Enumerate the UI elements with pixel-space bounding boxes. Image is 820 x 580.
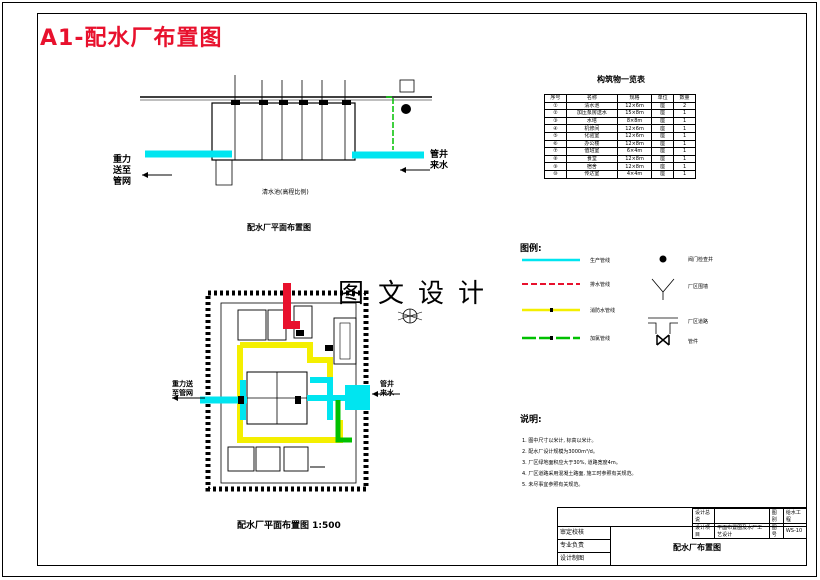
legend-symbol-2: 厂区道路	[688, 319, 709, 325]
valve-well-icon	[659, 255, 667, 263]
legend-symbol-0: 阀门检查井	[688, 257, 714, 263]
legend-item-1: 排水管线	[590, 282, 611, 288]
section-tank-note: 清水池(高程比例)	[262, 189, 309, 196]
drawing-frame	[37, 13, 807, 566]
legend-item-0: 生产管线	[590, 258, 611, 264]
legend-item-3: 加氯管线	[590, 336, 611, 342]
tb-left-2: 设计制图	[560, 555, 585, 562]
section-left-label: 重力 送至 管网	[113, 155, 132, 187]
section-right-label: 管井 来水	[430, 150, 449, 171]
table-row: 序号名称规格单位数量	[544, 94, 696, 103]
tb-r1-2: 图别	[768, 508, 784, 524]
note-item: 1. 图中尺寸以米计, 标高以米计。	[522, 438, 597, 444]
section-caption: 配水厂平面布置图	[247, 223, 311, 232]
watermark-text: 图文设计	[338, 279, 499, 309]
note-item: 5. 未尽事宜参照有关规范。	[522, 482, 584, 488]
tb-r1-3: 给水工程	[782, 508, 808, 524]
plan-right-label: 管井 来水	[380, 380, 394, 397]
table-cell: 1	[673, 169, 696, 179]
fitting-icon	[656, 334, 670, 346]
legend-symbol-3: 管件	[688, 339, 699, 345]
legend-title: 图例:	[520, 244, 542, 254]
note-item: 2. 配水厂设计规模为3000m³/d。	[522, 449, 598, 455]
north-arrow-icon	[397, 308, 423, 324]
tb-drawing-name: 配水厂布置图	[673, 543, 721, 552]
plan-caption: 配水厂平面布置图 1:500	[237, 521, 341, 531]
title-block: 设计总说 图别 给水工程 设计项目 平面布置图及水厂工艺设计 图号 WS-10 …	[557, 507, 808, 566]
building-table-title: 构筑物一览表	[597, 75, 645, 84]
drawing-title: A1-配水厂布置图	[40, 26, 223, 51]
note-item: 4. 厂区道路采用混凝土路面, 施工时参照有关规范。	[522, 471, 637, 477]
tb-r1-0: 设计总说	[691, 508, 716, 524]
tb-r2-3: WS-10	[782, 523, 808, 539]
note-item: 3. 厂区绿地面积应大于30%, 道路宽度4m。	[522, 460, 621, 466]
notes-title: 说明:	[520, 415, 542, 425]
title-block-top: 设计总说 图别 给水工程 设计项目 平面布置图及水厂工艺设计 图号 WS-10	[691, 508, 808, 539]
tb-left-1: 专业负责	[558, 540, 610, 553]
tb-r2-0: 设计项目	[691, 523, 716, 539]
road-icon	[648, 317, 678, 334]
legend-item-2: 消防水管线	[590, 308, 616, 314]
legend-symbol-1: 厂区围墙	[688, 284, 709, 290]
table-cell: 4×4m	[616, 169, 653, 179]
plan-left-label: 重力送 至管网	[172, 380, 193, 397]
wall-icon	[651, 278, 675, 300]
tb-r1-1	[714, 508, 770, 524]
tb-left-0: 审定校核	[558, 526, 610, 540]
